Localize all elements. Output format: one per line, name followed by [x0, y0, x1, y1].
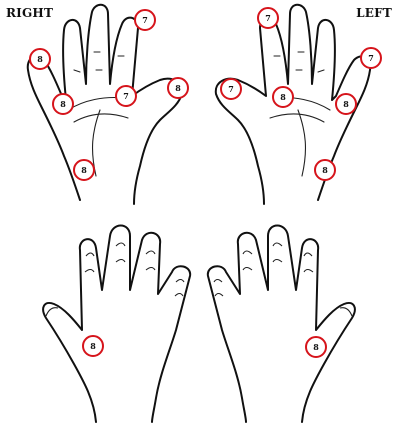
pressure-point-marker: 8	[74, 160, 94, 180]
right-back-thumbnail	[46, 308, 58, 316]
right-palm-crease	[74, 114, 128, 122]
marker-number: 7	[123, 91, 129, 101]
marker-number: 7	[142, 15, 148, 25]
right-hand-label: RIGHT	[6, 6, 53, 20]
marker-number: 8	[280, 92, 286, 102]
marker-number: 8	[343, 99, 349, 109]
left-palm-crease	[274, 52, 324, 72]
pressure-point-marker: 7	[361, 48, 381, 68]
pressure-point-marker: 7	[221, 79, 241, 99]
left-back-hand	[208, 226, 355, 423]
right-palm-outline	[28, 5, 182, 204]
pressure-point-marker: 8	[53, 94, 73, 114]
marker-number: 8	[175, 83, 181, 93]
marker-number: 7	[265, 13, 271, 23]
right-palm-crease	[74, 52, 124, 72]
right-palm-hand	[28, 5, 182, 204]
left-back-outline	[208, 226, 355, 423]
pressure-point-marker: 7	[135, 10, 155, 30]
left-palm-crease	[298, 110, 305, 176]
pressure-point-marker: 7	[116, 86, 136, 106]
marker-number: 7	[368, 53, 374, 63]
marker-number: 8	[322, 165, 328, 175]
pressure-point-marker: 8	[315, 160, 335, 180]
marker-number: 8	[37, 54, 43, 64]
pressure-point-marker: 8	[30, 49, 50, 69]
left-back-thumbnail	[340, 308, 352, 316]
marker-number: 7	[228, 84, 234, 94]
pressure-point-marker: 8	[273, 87, 293, 107]
marker-number: 8	[313, 342, 319, 352]
right-back-hand	[43, 226, 190, 423]
pressure-point-marker: 7	[258, 8, 278, 28]
pressure-point-marker: 8	[336, 94, 356, 114]
marker-number: 8	[90, 341, 96, 351]
left-hand-label: LEFT	[356, 6, 392, 20]
pressure-point-marker: 8	[306, 337, 326, 357]
left-palm-crease	[270, 114, 324, 122]
marker-number: 8	[60, 99, 66, 109]
pressure-point-marker: 8	[83, 336, 103, 356]
pressure-point-marker: 8	[168, 78, 188, 98]
right-back-outline	[43, 226, 190, 423]
marker-number: 8	[81, 165, 87, 175]
